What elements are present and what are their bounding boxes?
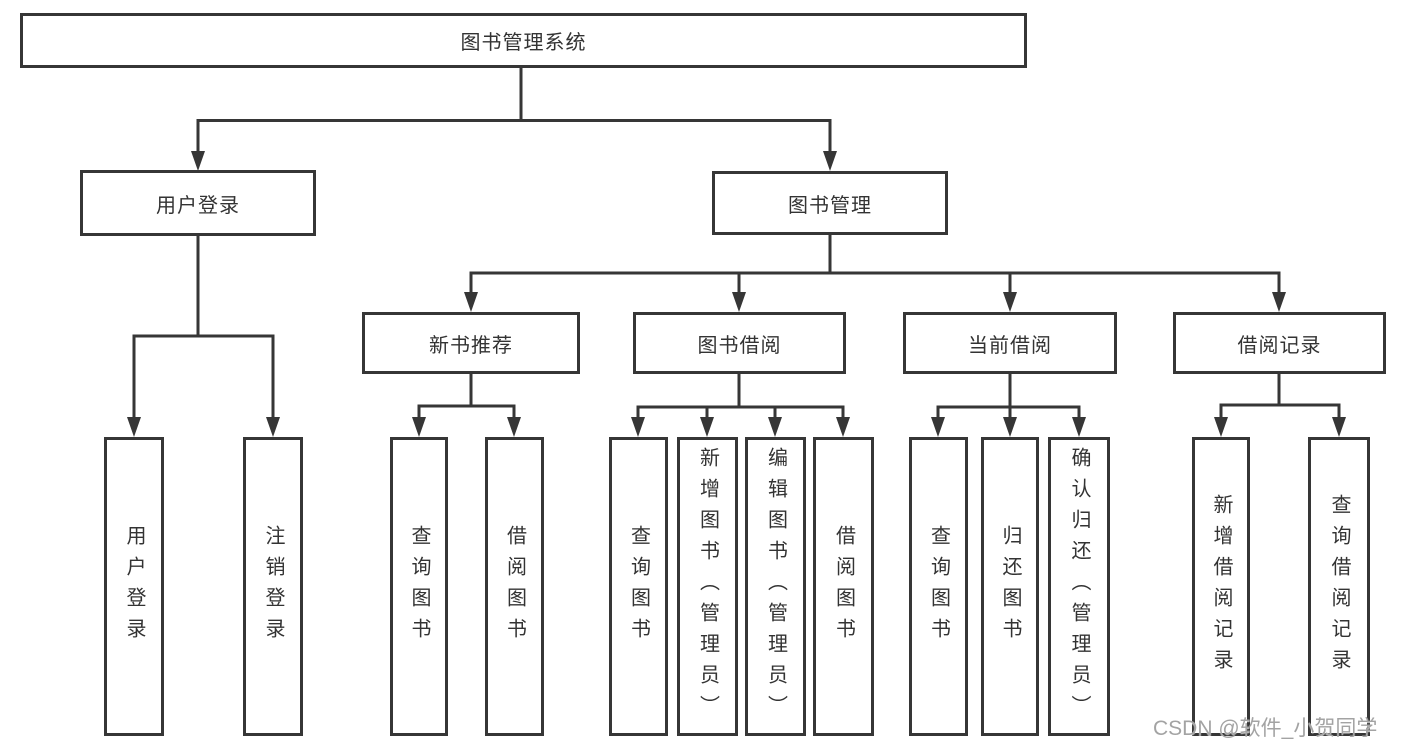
leaf-confirm-return-admin: 确认归还（管理员）: [1048, 437, 1110, 736]
connector-book-mgmt-to-level3: [464, 235, 1286, 312]
leaf-borrow-books-newbook: 借阅图书: [485, 437, 544, 736]
connector-root-to-level2: [191, 68, 837, 171]
leaf-edit-book-admin: 编辑图书（管理员）: [745, 437, 806, 736]
leaf-query-borrow-record: 查询借阅记录: [1308, 437, 1370, 736]
node-current-borrow: 当前借阅: [903, 312, 1117, 374]
node-book-management: 图书管理: [712, 171, 948, 235]
connector-record-to-leaves: [1214, 374, 1346, 437]
csdn-watermark: CSDN @软件_小贺同学: [1153, 717, 1378, 740]
node-user-login: 用户登录: [80, 170, 316, 236]
node-root: 图书管理系统: [20, 13, 1027, 68]
leaf-query-books-borrow: 查询图书: [609, 437, 668, 736]
leaf-add-borrow-record: 新增借阅记录: [1192, 437, 1250, 736]
leaf-query-books-current: 查询图书: [909, 437, 968, 736]
leaf-return-book: 归还图书: [981, 437, 1039, 736]
leaf-borrow-books-borrow: 借阅图书: [813, 437, 874, 736]
connector-user-login-to-leaves: [127, 236, 280, 437]
leaf-query-books-newbook: 查询图书: [390, 437, 448, 736]
connector-current-to-leaves: [931, 374, 1086, 437]
node-book-borrow: 图书借阅: [633, 312, 846, 374]
connector-newbook-to-leaves: [412, 374, 521, 437]
leaf-user-login: 用户登录: [104, 437, 164, 736]
node-new-book-recommend: 新书推荐: [362, 312, 580, 374]
connector-borrow-to-leaves: [631, 374, 850, 437]
node-borrow-record: 借阅记录: [1173, 312, 1386, 374]
leaf-logout: 注销登录: [243, 437, 303, 736]
leaf-add-book-admin: 新增图书（管理员）: [677, 437, 738, 736]
